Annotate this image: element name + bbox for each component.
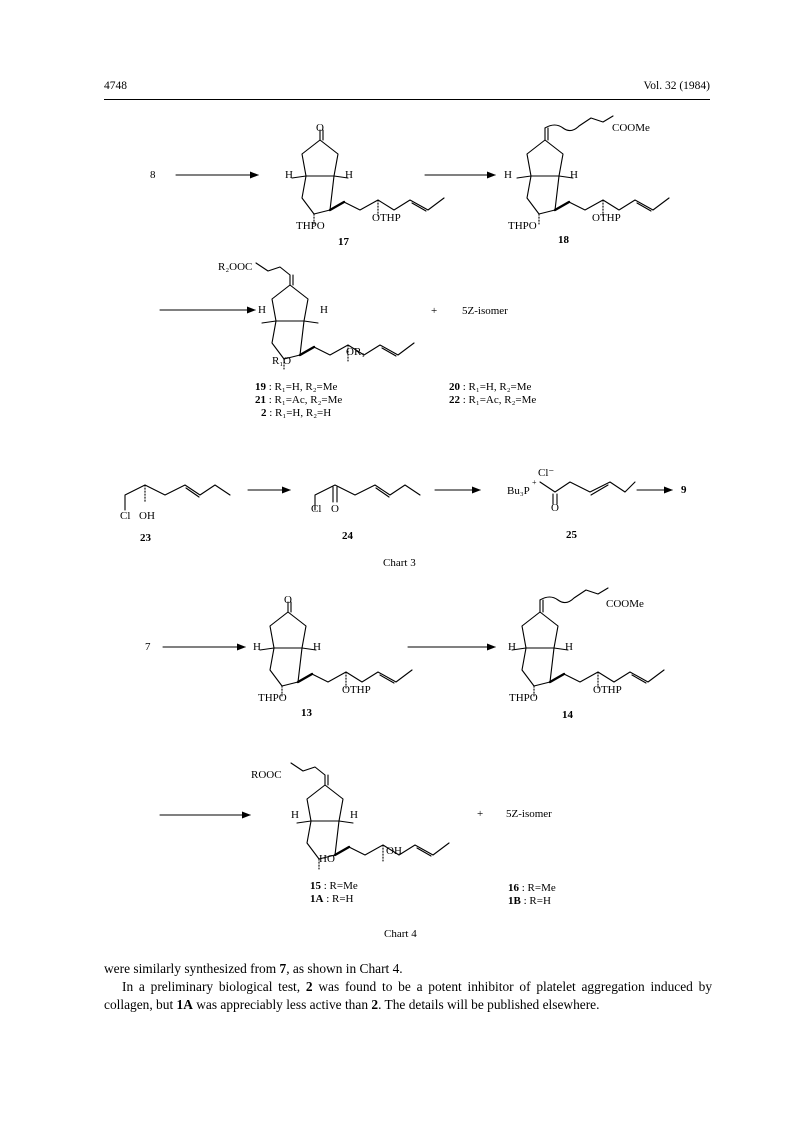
c14-ester-label: COOMe: [606, 598, 644, 610]
compound-number-18: 18: [558, 234, 569, 246]
compound-list-right: 16 : R=Me 1B : R=H: [508, 882, 556, 908]
plus-sign: +: [477, 808, 484, 820]
paragraph-1: were similarly synthesized from 7, as sh…: [104, 961, 403, 976]
c14-h-right: H: [565, 641, 573, 653]
r2ooc-label: R₂OOC: [218, 261, 253, 273]
c13-right-substituent: OTHP: [342, 684, 371, 696]
c13-left-substituent: THPO: [258, 692, 287, 704]
c18-h-right: H: [570, 169, 578, 181]
c17-left-substituent: THPO: [296, 220, 325, 232]
row2-h-left: H: [258, 304, 266, 316]
c25-bu3p: Bu₃P: [507, 485, 530, 497]
compound-number-13: 13: [301, 707, 312, 719]
list-item: 19 : R₁=H, R₂=Me: [255, 381, 338, 393]
isomer-label: 5Z-isomer: [462, 305, 508, 317]
chart4-caption: Chart 4: [384, 928, 417, 940]
c17-h-right: H: [345, 169, 353, 181]
c17-right-substituent: OTHP: [372, 212, 401, 224]
r1o-label: R₁O: [272, 355, 292, 367]
c13-h-left: H: [253, 641, 261, 653]
c23-cl: Cl: [120, 510, 131, 522]
c4row2-h-left: H: [291, 809, 299, 821]
product-compound-9: 9: [681, 484, 687, 496]
volume-label: Vol. 32 (1984): [643, 80, 710, 92]
body-text: were similarly synthesized from 7, as sh…: [104, 960, 712, 1014]
c18-left-substituent: THPO: [508, 220, 537, 232]
c17-h-left: H: [285, 169, 293, 181]
page-number: 4748: [104, 80, 127, 92]
c4row2-h-right: H: [350, 809, 358, 821]
oh-label: OH: [386, 845, 402, 857]
c18-ester-label: COOMe: [612, 122, 650, 134]
c24-cl: Cl: [311, 503, 322, 515]
header-rule: [104, 99, 710, 100]
chart3-caption: Chart 3: [383, 557, 416, 569]
list-item: 1B : R=H: [508, 895, 551, 907]
list-item: 1A : R=H: [310, 893, 354, 905]
c14-left-substituent: THPO: [509, 692, 538, 704]
c25-phosphonium-plus: +: [532, 478, 537, 487]
c14-right-substituent: OTHP: [593, 684, 622, 696]
compound-number-25: 25: [566, 529, 577, 541]
c13-h-right: H: [313, 641, 321, 653]
compound-list-left: 15 : R=Me 1A : R=H: [310, 880, 358, 906]
or1-label: OR₁: [346, 346, 366, 358]
c13-oxo-label: O: [284, 594, 292, 606]
ho-label: HO: [319, 853, 335, 865]
compound-number-24: 24: [342, 530, 353, 542]
paragraph-2: In a preliminary biological test, 2 was …: [104, 979, 713, 1012]
c14-h-left: H: [508, 641, 516, 653]
list-item: 20 : R₁=H, R₂=Me: [449, 381, 532, 393]
list-item: 2 : R₁=H, R₂=H: [261, 407, 332, 419]
c23-oh: OH: [139, 510, 155, 522]
c18-h-left: H: [504, 169, 512, 181]
compound-number-17: 17: [338, 236, 349, 248]
compound-number-23: 23: [140, 532, 151, 544]
list-item: 21 : R₁=Ac, R₂=Me: [255, 394, 343, 406]
list-item: 16 : R=Me: [508, 882, 556, 894]
c25-chloride: Cl⁻: [538, 467, 555, 479]
row2-h-right: H: [320, 304, 328, 316]
compound-list-left: 19 : R₁=H, R₂=Me 21 : R₁=Ac, R₂=Me 2 : R…: [255, 381, 342, 420]
start-compound-8: 8: [150, 169, 156, 181]
rooc-label: ROOC: [251, 769, 282, 781]
plus-sign: +: [431, 305, 438, 317]
c17-oxo-label: O: [316, 122, 324, 134]
c25-o: O: [551, 502, 559, 514]
compound-list-right: 20 : R₁=H, R₂=Me 22 : R₁=Ac, R₂=Me: [449, 381, 536, 407]
c24-o: O: [331, 503, 339, 515]
c18-right-substituent: OTHP: [592, 212, 621, 224]
list-item: 22 : R₁=Ac, R₂=Me: [449, 394, 537, 406]
isomer-label: 5Z-isomer: [506, 808, 552, 820]
list-item: 15 : R=Me: [310, 880, 358, 892]
compound-number-14: 14: [562, 709, 573, 721]
start-compound-7: 7: [145, 641, 151, 653]
